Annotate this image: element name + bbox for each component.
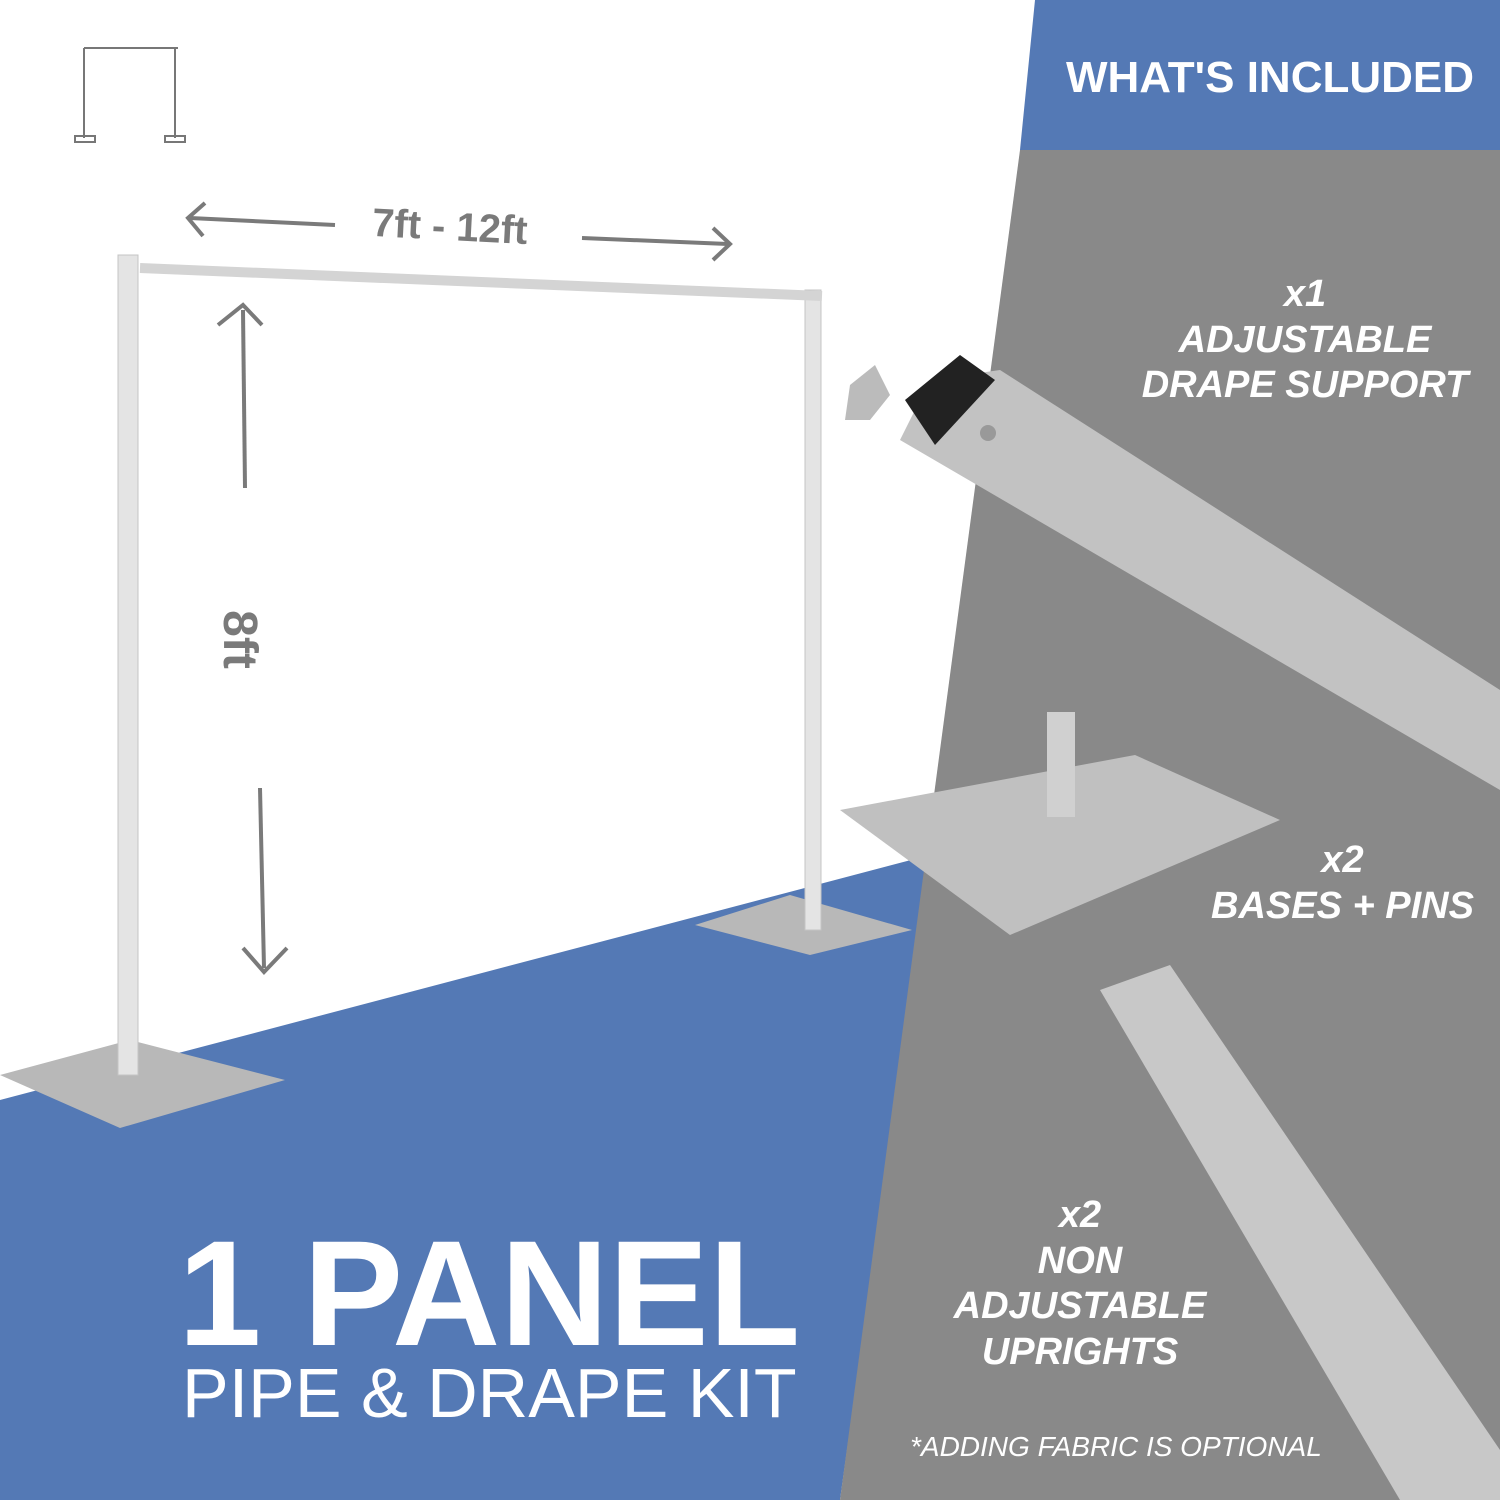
item-qty: x2 — [1058, 1194, 1102, 1236]
fabric-note: *ADDING FABRIC IS OPTIONAL — [910, 1431, 1322, 1462]
item-label: ADJUSTABLE — [1178, 318, 1432, 361]
floor-blue — [0, 855, 930, 1500]
item-label: NON — [1037, 1239, 1123, 1282]
item-qty: x2 — [1321, 839, 1364, 881]
header-bar — [1035, 0, 1500, 150]
base-plate-part — [840, 712, 1280, 935]
product-subtitle: PIPE & DRAPE KIT — [182, 1354, 797, 1432]
item-bases: x2 BASES + PINS — [1190, 838, 1495, 929]
upright-part — [1100, 965, 1500, 1500]
item-drape-support: x1 ADJUSTABLE DRAPE SUPPORT — [1110, 272, 1500, 409]
product-title: 1 PANEL — [178, 1209, 801, 1377]
item-label: DRAPE SUPPORT — [1141, 364, 1469, 407]
item-qty: x1 — [1283, 273, 1327, 315]
item-label: UPRIGHTS — [981, 1330, 1179, 1373]
width-dimension-label: 7ft - 12ft — [370, 200, 529, 254]
drape-support-part — [845, 355, 1500, 790]
dimension-arrows — [185, 201, 733, 975]
frame-thumbnail-icon — [74, 47, 186, 143]
height-dimension-label: 8ft — [212, 610, 266, 669]
item-label: BASES + PINS — [1211, 884, 1474, 927]
header-title: WHAT'S INCLUDED — [1065, 53, 1475, 102]
item-label: ADJUSTABLE — [953, 1285, 1207, 1328]
item-uprights: x2 NON ADJUSTABLE UPRIGHTS — [930, 1193, 1230, 1375]
frame-illustration — [0, 254, 912, 1128]
